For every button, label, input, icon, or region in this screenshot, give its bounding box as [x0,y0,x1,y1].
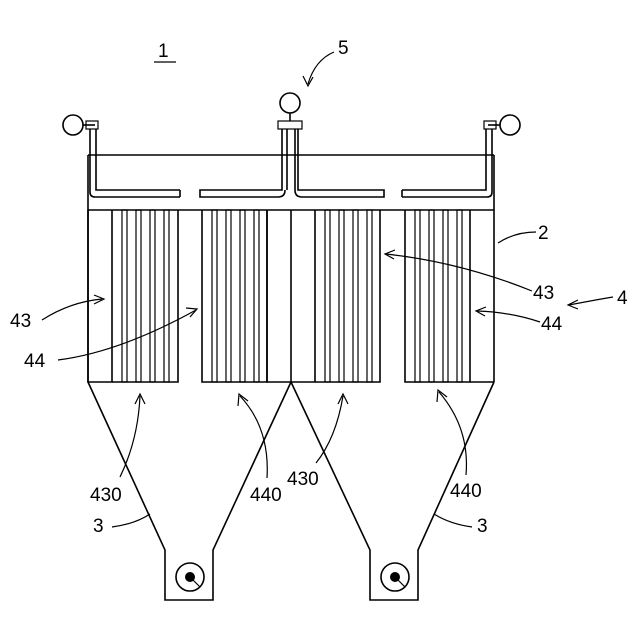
label-440-left: 440 [250,485,282,506]
label-5: 5 [338,38,349,59]
label-440-right: 440 [450,481,482,502]
label-430-left: 430 [90,485,122,506]
reference-labels: 1 5 2 43 43 44 44 4 430 430 440 440 3 3 [10,38,628,537]
housing [88,155,494,382]
valve-left-icon [63,115,83,135]
label-3-right: 3 [477,516,488,537]
valve-middle-icon [280,93,300,113]
label-4: 4 [617,288,628,309]
label-3-left: 3 [93,516,104,537]
pipe-middle [200,93,384,197]
plate-group-left-1 [88,210,178,382]
label-430-right: 430 [287,469,319,490]
plate-group-right-1 [291,210,380,382]
label-1: 1 [158,41,169,62]
plate-group-right-2 [405,210,494,382]
plate-group-left-2 [202,210,291,382]
label-43-right: 43 [533,283,554,304]
label-44-right: 44 [541,314,563,335]
label-2: 2 [538,223,549,244]
label-44-left: 44 [24,351,46,372]
pipe-right [402,115,520,197]
label-43-left: 43 [10,311,31,332]
spray-pipes [63,93,520,197]
valve-right-icon [500,115,520,135]
leader-lines [42,52,613,527]
pipe-left [63,115,180,197]
